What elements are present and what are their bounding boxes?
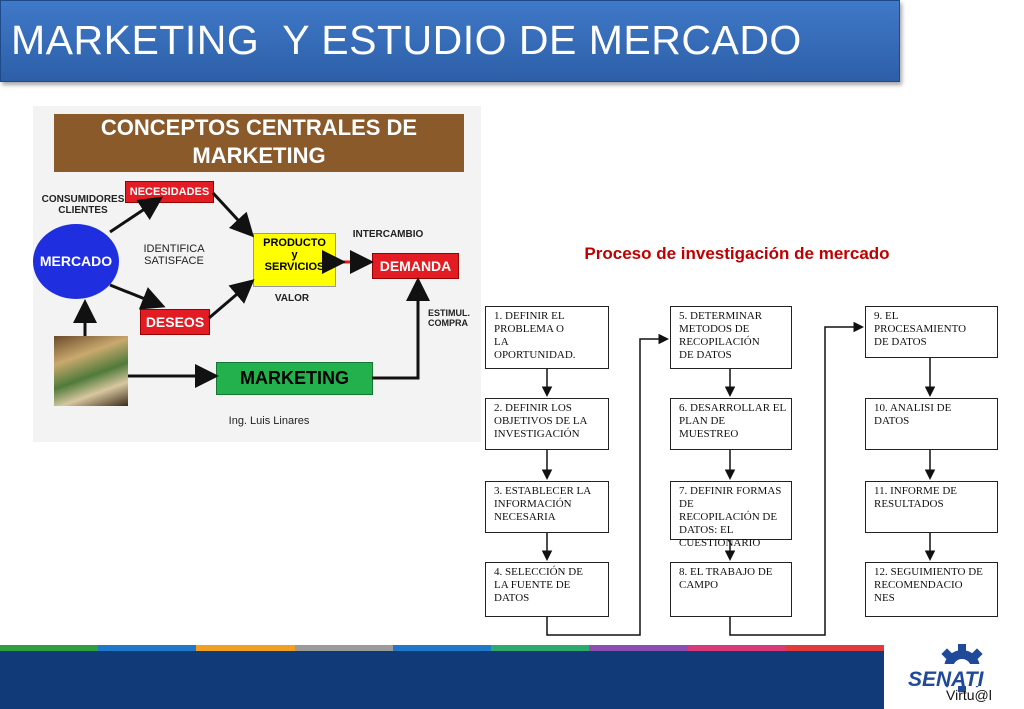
consumidores-label: CONSUMIDORES CLIENTES [38, 194, 128, 216]
footer-stripe [294, 645, 393, 651]
footer-bar [0, 651, 884, 709]
footer-stripe [196, 645, 295, 651]
senati-gear-icon [910, 644, 1014, 692]
deseos-to-producto-arrow [208, 279, 255, 320]
footer-stripe [98, 645, 197, 651]
step-6-box: 6. DESARROLLAR EL PLAN DE MUESTREO [670, 398, 792, 450]
step8-9-connector [729, 321, 864, 636]
senati-logo-sub: Virtu@l [946, 687, 992, 703]
footer-stripes [0, 645, 884, 651]
step-10-box: 10. ANALISI DE DATOS [865, 398, 998, 450]
slide-title: MARKETING Y ESTUDIO DE MERCADO [11, 17, 802, 63]
market-photo [54, 336, 128, 406]
deseos-box: DESEOS [140, 309, 210, 335]
mercado-circle: MERCADO [33, 224, 119, 299]
step-7-box: 7. DEFINIR FORMAS DE RECOPILACIÓN DE DAT… [670, 481, 792, 549]
author-label: Ing. Luis Linares [228, 415, 310, 427]
marketing-to-demanda-arrow [372, 277, 430, 380]
servicios-text: SERVICIOS [264, 261, 325, 273]
demanda-box: DEMANDA [372, 253, 459, 279]
producto-box: PRODUCTO y SERVICIOS [253, 233, 336, 287]
step-1-box: 1. DEFINIR EL PROBLEMA O LA OPORTUNIDAD. [485, 306, 609, 369]
clientes-text: CLIENTES [58, 205, 108, 216]
footer-stripe [589, 645, 688, 651]
step4-5-connector [546, 333, 669, 636]
concepts-title-line2: MARKETING [192, 143, 326, 168]
footer-stripe [491, 645, 590, 651]
mercado-to-necesidades-arrow [109, 196, 163, 234]
concepts-title: CONCEPTOS CENTRALES DE MARKETING [54, 114, 464, 172]
estimula-text: ESTIMUL. [428, 308, 470, 318]
step-11-box: 11. INFORME DE RESULTADOS [865, 481, 998, 533]
concepts-title-line1: CONCEPTOS CENTRALES DE [100, 115, 418, 140]
marketing-box: MARKETING [216, 362, 373, 395]
footer-stripe [0, 645, 99, 651]
producto-y-text: y [291, 249, 298, 261]
footer-stripe [687, 645, 786, 651]
footer-stripe [785, 645, 884, 651]
necesidades-to-producto-arrow [211, 191, 255, 238]
title-bar: MARKETING Y ESTUDIO DE MERCADO [0, 0, 900, 82]
intercambio-label: INTERCAMBIO [352, 229, 424, 240]
identifica-label: IDENTIFICA SATISFACE [134, 243, 214, 267]
mercado-to-deseos-arrow [109, 283, 166, 310]
senati-logo-text: SENATI [908, 668, 984, 691]
step-3-box: 3. ESTABLECER LA INFORMACIÓN NECESARIA [485, 481, 609, 533]
step-12-box: 12. SEGUIMIENTO DE RECOMENDACIO NES [865, 562, 998, 617]
estimula-label: ESTIMUL. COMPRA [428, 308, 480, 328]
producto-text: PRODUCTO [263, 237, 326, 249]
step-9-box: 9. EL PROCESAMIENTO DE DATOS [865, 306, 998, 358]
process-title: Proceso de investigación de mercado [584, 244, 890, 263]
step-4-box: 4. SELECCIÓN DE LA FUENTE DE DATOS [485, 562, 609, 617]
valor-label: VALOR [274, 293, 310, 304]
footer-stripe [392, 645, 492, 651]
compra-text: COMPRA [428, 318, 468, 328]
consumidores-text: CONSUMIDORES [41, 194, 125, 205]
satisface-text: SATISFACE [144, 255, 204, 267]
step-2-box: 2. DEFINIR LOS OBJETIVOS DE LA INVESTIGA… [485, 398, 609, 450]
identifica-text: IDENTIFICA [143, 243, 205, 255]
step-8-box: 8. EL TRABAJO DE CAMPO [670, 562, 792, 617]
step-5-box: 5. DETERMINAR METODOS DE RECOPILACIÓN DE… [670, 306, 792, 369]
